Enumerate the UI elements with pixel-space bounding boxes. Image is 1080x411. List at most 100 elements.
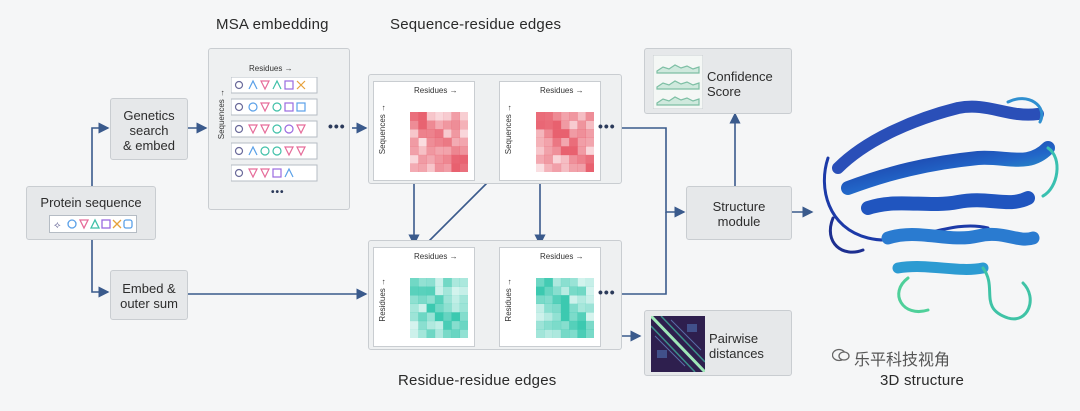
heatmap-cell: [560, 286, 570, 296]
heatmap-cell: [434, 329, 444, 338]
confidence-score-box: Confidence Score: [644, 48, 792, 114]
heatmap-cell: [552, 112, 562, 121]
heatmap-cell: [569, 137, 578, 147]
heatmap-cell: [459, 329, 468, 338]
heatmap-cell: [536, 112, 545, 121]
heatmap-cell: [451, 329, 461, 338]
heatmap-cell: [443, 295, 452, 305]
heatmap-cell: [451, 286, 461, 296]
heatmap-cell: [577, 286, 587, 296]
heatmap-cell: [560, 112, 570, 121]
heatmap-cell: [451, 163, 461, 172]
3d-structure-title: 3D structure: [880, 372, 965, 389]
heatmap-cell: [544, 137, 553, 147]
heatmap-cell: [418, 312, 427, 322]
heatmap-cell: [434, 146, 444, 156]
heatmap-cell: [410, 137, 419, 147]
heatmap-cell: [577, 137, 587, 147]
seq-heatmap-2-residues-label: Residues →: [540, 86, 584, 95]
heatmap-cell: [585, 112, 594, 121]
heatmap-cell: [552, 137, 562, 147]
heatmap-cell: [560, 163, 570, 172]
heatmap-cell: [443, 286, 452, 296]
heatmap-cell: [577, 112, 587, 121]
heatmap-cell: [426, 320, 436, 330]
svg-text:⟡: ⟡: [54, 220, 61, 231]
heatmap-cell: [459, 163, 468, 172]
msa-rows-graphic: [231, 77, 318, 182]
heatmap-cell: [544, 329, 553, 338]
genetics-search-label: Genetics search & embed: [122, 108, 176, 153]
heatmap-cell: [560, 303, 570, 313]
heatmap-cell: [577, 120, 587, 130]
heatmap-cell: [536, 146, 545, 156]
heatmap-cell: [585, 295, 594, 305]
heatmap-cell: [552, 278, 562, 287]
seq-heatmap-2: [536, 112, 594, 172]
heatmap-cell: [536, 295, 545, 305]
heatmap-cell: [560, 320, 570, 330]
heatmap-cell: [544, 129, 553, 139]
heatmap-cell: [426, 137, 436, 147]
res-heatmap-1: [410, 278, 468, 338]
heatmap-cell: [569, 278, 578, 287]
heatmap-cell: [552, 320, 562, 330]
heatmap-cell: [560, 129, 570, 139]
heatmap-cell: [569, 312, 578, 322]
heatmap-cell: [536, 120, 545, 130]
heatmap-cell: [569, 320, 578, 330]
residue-residue-panel: Residues → Residues → Residues → Residue…: [368, 240, 622, 350]
heatmap-cell: [544, 154, 553, 164]
seq-heatmap-2-sequences-label: Sequences →: [504, 104, 513, 155]
seq-heatmap-1-sequences-label: Sequences →: [378, 104, 387, 155]
heatmap-cell: [418, 129, 427, 139]
heatmap-cell: [459, 129, 468, 139]
heatmap-cell: [552, 329, 562, 338]
heatmap-cell: [434, 303, 444, 313]
heatmap-cell: [544, 146, 553, 156]
heatmap-cell: [552, 163, 562, 172]
heatmap-cell: [443, 120, 452, 130]
heatmap-cell: [560, 278, 570, 287]
heatmap-cell: [569, 154, 578, 164]
heatmap-cell: [560, 154, 570, 164]
heatmap-cell: [585, 278, 594, 287]
heatmap-cell: [418, 154, 427, 164]
heatmap-cell: [577, 329, 587, 338]
heatmap-cell: [536, 286, 545, 296]
heatmap-cell: [443, 129, 452, 139]
protein-sequence-box: Protein sequence ⟡: [26, 186, 156, 240]
heatmap-cell: [552, 312, 562, 322]
heatmap-cell: [544, 278, 553, 287]
res-heatmap-1-residues-x-label: Residues →: [414, 252, 458, 261]
heatmap-cell: [536, 154, 545, 164]
heatmap-cell: [443, 137, 452, 147]
heatmap-cell: [410, 154, 419, 164]
heatmap-cell: [585, 286, 594, 296]
heatmap-cell: [434, 120, 444, 130]
heatmap-cell: [544, 112, 553, 121]
heatmap-cell: [443, 312, 452, 322]
heatmap-cell: [560, 146, 570, 156]
heatmap-cell: [585, 303, 594, 313]
heatmap-cell: [451, 312, 461, 322]
heatmap-cell: [410, 286, 419, 296]
heatmap-cell: [443, 303, 452, 313]
heatmap-cell: [443, 278, 452, 287]
heatmap-cell: [410, 146, 419, 156]
heatmap-cell: [410, 112, 419, 121]
heatmap-cell: [418, 112, 427, 121]
residue-glyphs-icon: ⟡: [54, 218, 133, 231]
heatmap-cell: [426, 163, 436, 172]
res-heatmap-2-residues-x-label: Residues →: [540, 252, 584, 261]
heatmap-cell: [426, 303, 436, 313]
heatmap-cell: [451, 129, 461, 139]
heatmap-cell: [443, 320, 452, 330]
heatmap-cell: [560, 312, 570, 322]
genetics-search-box: Genetics search & embed: [110, 98, 188, 160]
heatmap-cell: [569, 120, 578, 130]
heatmap-cell: [426, 154, 436, 164]
heatmap-cell: [418, 329, 427, 338]
heatmap-cell: [410, 129, 419, 139]
heatmap-cell: [536, 329, 545, 338]
